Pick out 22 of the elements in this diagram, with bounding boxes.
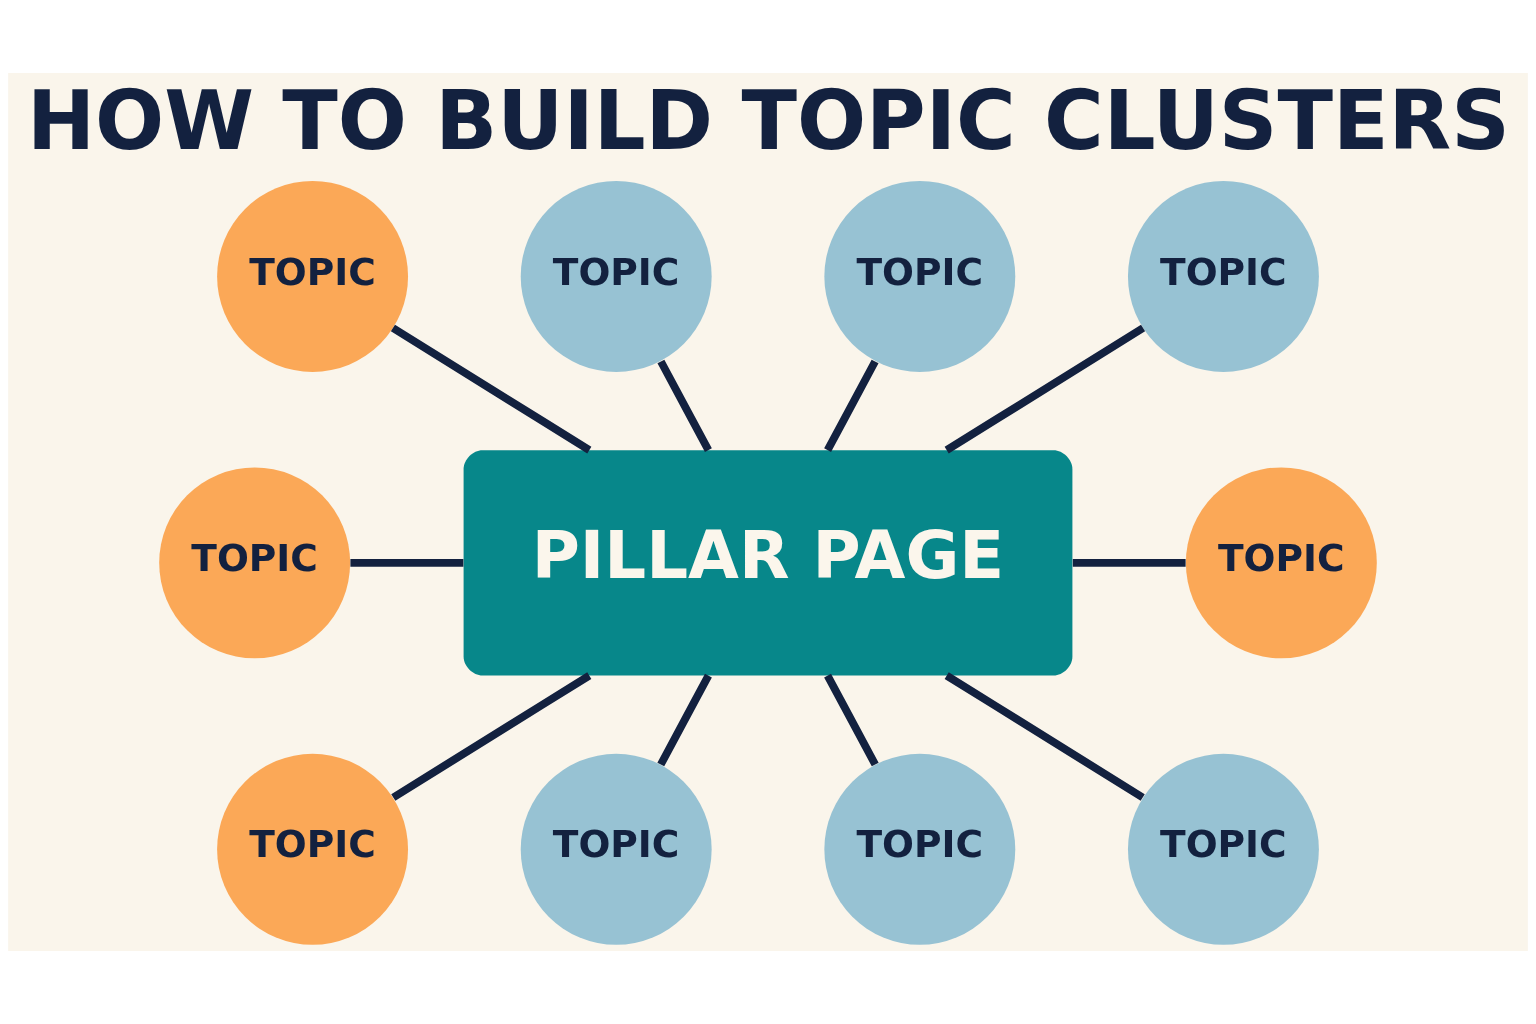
node-circle: TOPIC	[217, 753, 409, 945]
connector	[390, 324, 592, 454]
node-circle: TOPIC	[1127, 753, 1319, 945]
node-circle: TOPIC	[520, 181, 712, 372]
node-circle: TOPIC	[1185, 467, 1377, 659]
node-circle: TOPIC	[1127, 181, 1319, 372]
node-circle: TOPIC	[824, 181, 1016, 372]
connector	[944, 324, 1146, 454]
connector	[824, 359, 879, 452]
diagram-title: HOW TO BUILD TOPIC CLUSTERS	[26, 73, 1510, 169]
connector	[657, 673, 712, 767]
node-box: PILLAR PAGE	[463, 450, 1073, 676]
connector	[657, 359, 712, 452]
connector	[1072, 558, 1186, 567]
connector	[824, 673, 879, 767]
node-circle: TOPIC	[217, 181, 409, 372]
node-circle: TOPIC	[824, 753, 1016, 945]
connector	[350, 558, 464, 567]
node-circle: TOPIC	[520, 753, 712, 945]
connector	[391, 672, 592, 801]
connector	[944, 672, 1145, 801]
node-circle: TOPIC	[159, 467, 351, 659]
